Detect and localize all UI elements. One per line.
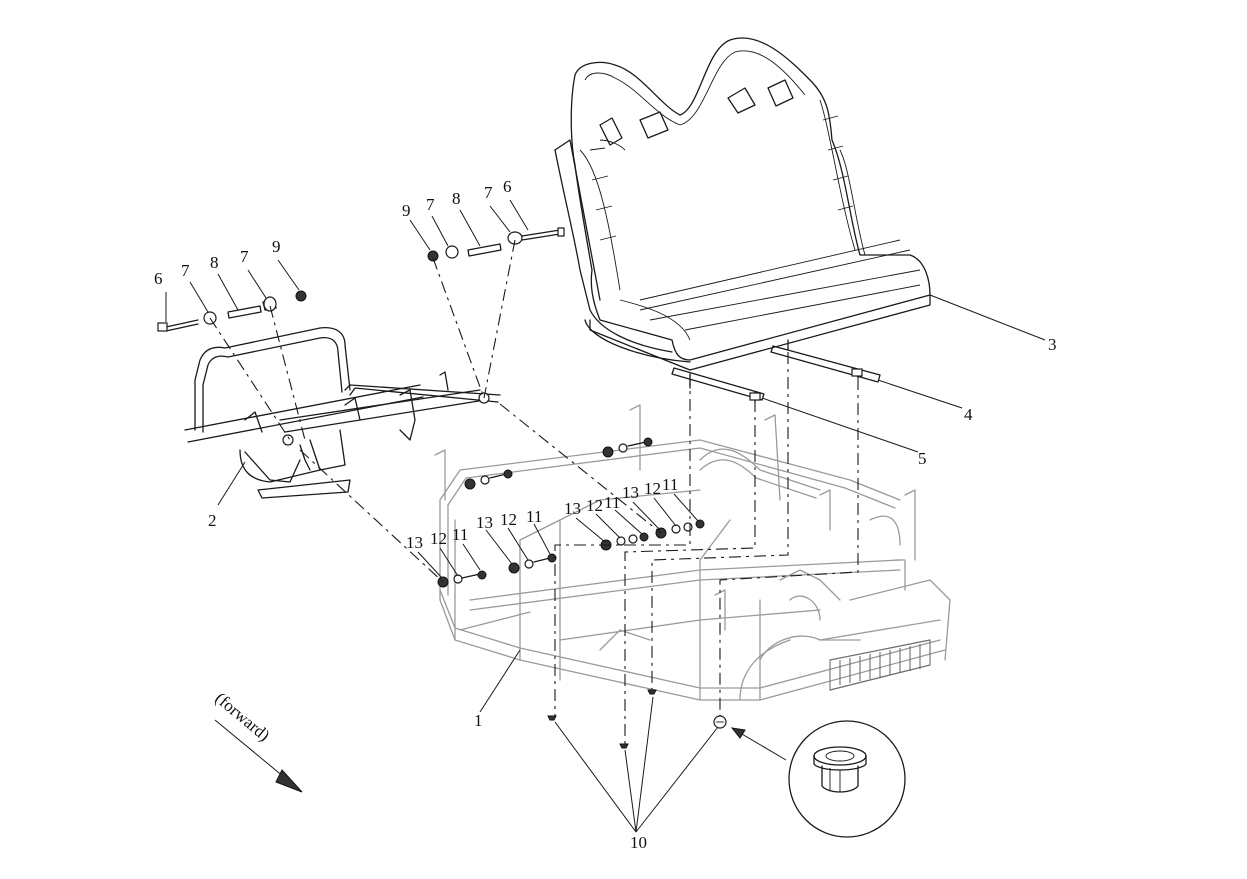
alignment-lines [209,239,859,744]
seat-rail-5 [671,367,765,403]
right-bolt-stack [427,227,565,262]
callout-12-b: 12 [500,510,517,529]
hardware-row-a [437,570,487,588]
leader-lines [165,199,1046,833]
callout-12-c: 12 [586,496,603,515]
forward-direction-indicator: (forward) [211,689,303,793]
callout-11-b: 11 [526,507,542,526]
callout-5: 5 [918,449,927,468]
callout-11-a: 11 [452,525,468,544]
callout-12-a: 12 [430,529,447,548]
callout-7-right-a: 7 [426,195,435,214]
left-bolt-stack [157,290,307,332]
callout-13-d: 13 [622,483,639,502]
callout-7-left-b: 7 [240,247,249,266]
callout-1: 1 [474,711,483,730]
callout-8-right: 8 [452,189,461,208]
main-frame [434,404,951,701]
callout-8-left: 8 [210,253,219,272]
callout-9-left: 9 [272,237,281,256]
callout-6-left: 6 [154,269,163,288]
callout-7-left-a: 7 [181,261,190,280]
callout-13-a: 13 [406,533,423,552]
callout-7-right-b: 7 [484,183,493,202]
callout-4: 4 [964,405,973,424]
callout-2: 2 [208,511,217,530]
callout-11-c: 11 [604,493,620,512]
callout-13-b: 13 [476,513,493,532]
flange-nut-detail-inset [730,720,906,838]
radiator-grille [829,639,931,691]
part-callouts: 1 2 3 4 5 6 7 8 7 9 9 7 8 7 6 10 13 12 1… [154,177,1057,852]
callout-12-d: 12 [644,479,661,498]
seat-rail-4 [770,339,881,383]
callout-11-d: 11 [662,475,678,494]
callout-10: 10 [630,833,647,852]
rear-bumper [184,326,501,499]
callout-13-c: 13 [564,499,581,518]
callout-3: 3 [1048,335,1057,354]
hardware-row-b [464,469,557,574]
twin-seat [554,37,931,371]
forward-label: (forward) [211,689,273,745]
flange-nuts [547,689,727,749]
callout-6-right: 6 [503,177,512,196]
callout-9-right: 9 [402,201,411,220]
